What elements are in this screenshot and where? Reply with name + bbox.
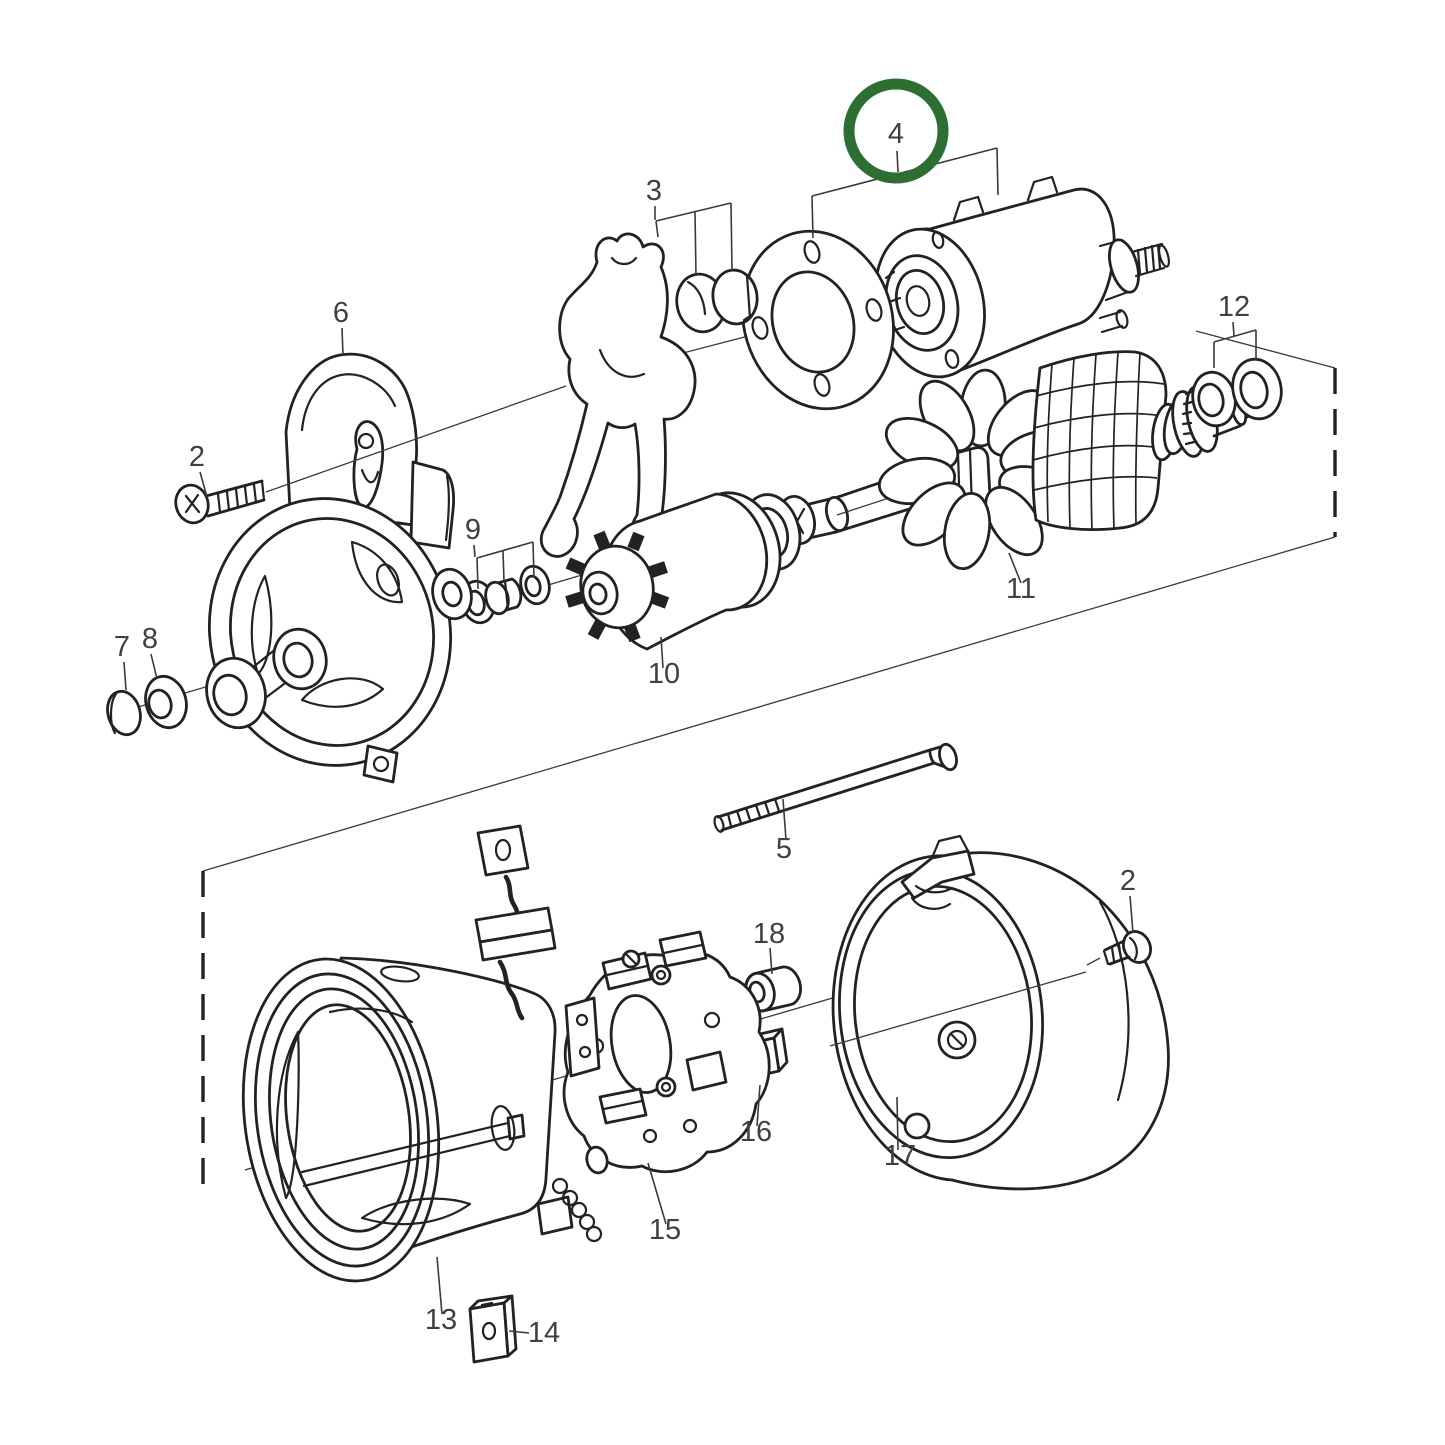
armature-drawing [775,350,1261,571]
callout-10: 10 [648,658,680,690]
callout-7: 7 [114,631,130,663]
callout-leaders [123,147,1257,1334]
callout-2-rear: 2 [1120,865,1136,897]
callout-8: 8 [142,623,158,655]
callout-2-front: 2 [189,441,205,473]
drive-end-bracket-drawing [205,352,473,784]
callout-14: 14 [528,1317,560,1349]
callout-17: 17 [884,1140,916,1172]
lever-fork-drawing [539,232,759,558]
plug-bushing-drawing [106,674,188,737]
callout-12: 12 [1218,291,1250,323]
callout-labels: 2 3 4 5 6 7 8 9 10 11 12 13 14 15 16 17 … [114,118,1250,1349]
screw-rear-drawing [1086,930,1152,966]
screw-front-drawing [174,385,567,525]
boundary-lines [201,330,1337,1187]
callout-13: 13 [425,1304,457,1336]
brush-holder-drawing [562,930,771,1175]
shim-rings-drawing [1191,357,1283,428]
highlight-circle [843,78,949,184]
field-housing-drawing [241,824,603,1283]
callout-4-highlighted: 4 [888,118,904,150]
callout-15: 15 [649,1214,681,1246]
drive-pinion-drawing [565,491,816,651]
callout-18: 18 [753,918,785,950]
washer-set-drawing [460,564,551,625]
callout-5: 5 [776,833,792,865]
solenoid-drawing [858,175,1170,379]
through-bolt-drawing [713,742,958,833]
brush-lower-drawing [468,1294,518,1364]
callout-16: 16 [740,1116,772,1148]
callout-3: 3 [646,175,662,207]
gasket-drawing [741,229,896,411]
callout-9: 9 [465,514,481,546]
end-cap-drawing [829,834,1170,1191]
callout-11: 11 [1006,573,1036,605]
callout-6: 6 [333,297,349,329]
